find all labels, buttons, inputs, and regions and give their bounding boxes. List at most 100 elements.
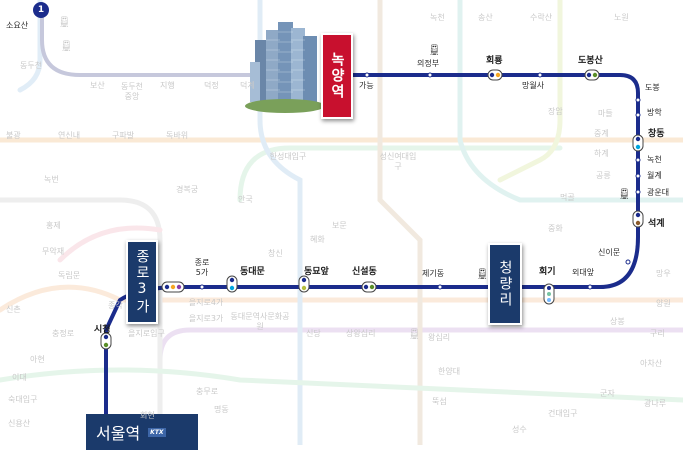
bg-label-mid-4: 녹번: [44, 175, 59, 184]
bg-label-bottom-6: 왕십리: [428, 333, 451, 342]
bg-label-bottom-5: 상왕십리: [346, 329, 376, 338]
station-label-ganeung: 가능: [359, 81, 374, 90]
bg-label-bottom-10: 건대입구: [548, 409, 578, 418]
station-label-deokgye: 덕계: [240, 81, 255, 90]
station-label-oedae: 외대앞: [572, 268, 595, 277]
bg-label-bottom-9: 성수: [512, 425, 527, 434]
nokyang-label: 녹양역: [329, 52, 345, 100]
bg-label-bottom-7: 한양대: [438, 367, 461, 376]
bg-label-mid-6: 무악재: [42, 247, 65, 256]
apartment-illustration: [245, 22, 325, 113]
station-label-jegi: 제기동: [422, 269, 445, 278]
bg-label-bottom-2: 을지로4가: [188, 298, 224, 307]
highlight-jongno3-station[interactable]: 종로3가: [126, 240, 158, 324]
bg-label-bottom-11: 충무로: [196, 387, 219, 396]
station-label-dongdaemun: 동대문: [240, 267, 265, 277]
bg-label-bottom-18: 이대: [12, 373, 27, 382]
station-label-kwangwoon: 광운대: [647, 188, 670, 197]
station-dot-ganeung: [364, 72, 370, 78]
bg-label-mid-3: 독바위: [166, 131, 189, 140]
cheongnyangni-label: 청량리: [497, 260, 513, 308]
station-marker-hoeryong: [487, 69, 503, 81]
bg-line-lime: [497, 0, 563, 183]
bg-label-top-4: 마들: [598, 109, 613, 118]
bg-label-top-9: 먹골: [560, 193, 575, 202]
bg-label-bottom-0: 을지로입구: [128, 329, 165, 338]
station-dot-wolgye: [635, 173, 641, 179]
station-label-sinimun: 신이문: [598, 248, 621, 257]
line-1-badge: 1: [33, 2, 49, 18]
bg-label-mid-5: 홍제: [46, 221, 61, 230]
bg-label-bottom-21: 아차산: [640, 359, 663, 368]
bg-label-mid-8: 경복궁: [176, 185, 199, 194]
train-icon: 🚆︎: [618, 189, 631, 200]
station-label-wolgye: 월계: [647, 171, 662, 180]
station-dot-oedae: [587, 284, 593, 290]
station-dot-jegi: [437, 284, 443, 290]
bg-label-top-12: 망우: [656, 269, 671, 278]
bg-label-mid-13: 보문: [332, 221, 347, 230]
bg-label-top-7: 하계: [594, 149, 609, 158]
station-label-sinseol: 신설동: [352, 267, 377, 277]
station-label-soyosan: 소요산: [6, 21, 29, 30]
line1-faint-segment: [40, 10, 264, 77]
station-label-bosan: 보산: [90, 81, 105, 90]
station-label-changdong: 창동: [648, 129, 665, 139]
station-label-uijeongbu: 의정부: [417, 59, 440, 68]
bg-label-bottom-12: 명동: [214, 405, 229, 414]
bg-line-gray: [0, 197, 163, 445]
bg-label-mid-2: 구파발: [112, 131, 135, 140]
bg-label-bottom-17: 아현: [30, 355, 45, 364]
bg-label-bottom-15: 신용산: [8, 419, 31, 428]
station-dot-kwangwoon: [635, 189, 641, 195]
station-label-dongmyo: 동묘앞: [304, 267, 329, 277]
train-icon: 🚆︎: [408, 329, 421, 340]
station-label-seokgye: 석계: [648, 219, 665, 229]
bg-line-green2: [237, 145, 563, 203]
bg-label-top-5: 노원: [614, 13, 629, 22]
bg-label-bottom-14: 숙대입구: [8, 395, 38, 404]
seoul-label: 서울역: [96, 424, 141, 443]
station-label-nokcheon: 녹천: [647, 155, 662, 164]
bg-line-brown: [377, 0, 423, 445]
station-label-jonggak: 종각: [108, 301, 123, 310]
bg-label-top-1: 송산: [478, 13, 493, 22]
bg-line-blue: [257, 0, 303, 445]
train-icon: 🚆︎: [58, 17, 71, 28]
station-dot-mangwolsa: [537, 72, 543, 78]
station-label-hoegi: 회기: [539, 267, 556, 277]
bg-line-pink: [57, 225, 163, 263]
bg-line-purple: [157, 327, 683, 445]
bg-label-mid-1: 연신내: [58, 131, 81, 140]
station-markers: [100, 69, 644, 350]
station-marker-hoegi: [543, 283, 555, 305]
station-marker-dobongsan: [584, 69, 600, 81]
station-marker-dongmyo: [298, 275, 310, 293]
bg-label-bottom-22: 광나루: [644, 399, 667, 408]
bg-label-mid-10: 혜화: [310, 235, 325, 244]
bg-label-bottom-19: 신촌: [6, 305, 21, 314]
bg-label-bottom-3: 동대문역사문화공원: [230, 312, 290, 331]
bg-label-top-6: 중계: [594, 129, 609, 138]
station-marker-sicheong: [100, 332, 112, 350]
station-label-dongducheon: 동두천: [20, 61, 43, 70]
station-marker-sinseol: [361, 281, 377, 293]
bg-label-bottom-8: 뚝섬: [432, 397, 447, 406]
highlight-nokyang-station[interactable]: 녹양역: [321, 33, 353, 119]
bg-line-teal: [457, 0, 683, 203]
station-dot-sinimun: [625, 259, 631, 265]
bg-label-top-13: 양원: [656, 299, 671, 308]
highlight-seoul-station[interactable]: 서울역 KTX: [86, 414, 198, 450]
bg-label-top-0: 녹천: [430, 13, 445, 22]
bg-line-green3: [0, 367, 683, 403]
station-dot-dobong: [635, 97, 641, 103]
train-icon: 🚆︎: [476, 269, 489, 280]
train-icon: 🚆︎: [60, 41, 73, 52]
highlight-cheongnyangni-station[interactable]: 청량리: [488, 243, 522, 325]
bg-label-mid-12: 성신여대입구: [379, 152, 417, 171]
bg-label-mid-11: 한성대입구: [269, 152, 307, 161]
station-dot-jongno5: [199, 284, 205, 290]
